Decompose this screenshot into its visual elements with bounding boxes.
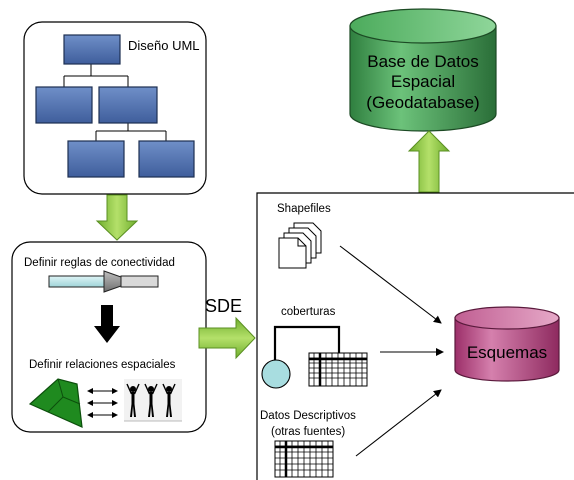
- uml-class-box: [35, 86, 93, 124]
- people-figures-icon: [124, 379, 182, 422]
- datos-table-icon: [274, 440, 334, 478]
- uml-title: Diseño UML: [128, 38, 200, 53]
- rules-box: Definir reglas de conectividad Definir r…: [11, 241, 207, 433]
- spatial-relations-label: Definir relaciones espaciales: [29, 359, 176, 371]
- otras-fuentes-label: (otras fuentes): [271, 426, 345, 438]
- uml-connector-lines: [63, 64, 167, 141]
- coverage-table-icon: [308, 352, 368, 387]
- connectivity-bar-right: [120, 275, 159, 288]
- coberturas-icon: [261, 325, 368, 389]
- sources-panel: Shapefiles coberturas: [256, 192, 574, 480]
- connectivity-rules-label: Definir reglas de conectividad: [24, 257, 175, 269]
- connectivity-bar-left: [48, 275, 106, 288]
- shapefiles-arrow: [339, 245, 442, 324]
- green-polygon-icon: [28, 378, 83, 428]
- esquemas-label: Esquemas: [467, 343, 547, 362]
- geodatabase-cylinder: Base de Datos Espacial (Geodatabase): [349, 8, 497, 132]
- geodatabase-line1: Base de Datos: [367, 52, 479, 71]
- uml-class-box: [98, 86, 158, 124]
- relation-double-arrows: [87, 388, 118, 418]
- geodatabase-line2: Espacial: [391, 72, 455, 91]
- uml-class-boxes: [35, 34, 195, 178]
- uml-class-box: [138, 140, 195, 178]
- connectivity-funnel: [103, 270, 122, 293]
- black-arrow-down: [94, 305, 120, 343]
- uml-class-box: [63, 34, 121, 65]
- coberturas-label: coberturas: [281, 306, 336, 318]
- shapefiles-documents-icon: [278, 222, 322, 269]
- green-arrow-right: [198, 316, 256, 360]
- shapefiles-label: Shapefiles: [277, 203, 331, 215]
- green-arrow-down: [95, 194, 139, 241]
- uml-class-box: [67, 140, 125, 178]
- esquemas-cylinder: Esquemas: [454, 306, 560, 382]
- coverage-circle-icon: [261, 359, 291, 389]
- geodatabase-line3: (Geodatabase): [366, 93, 479, 112]
- green-arrow-up: [407, 130, 451, 193]
- datos-descriptivos-label: Datos Descriptivos: [260, 410, 356, 422]
- sde-label: SDE: [205, 296, 242, 316]
- uml-design-box: Diseño UML: [23, 21, 207, 195]
- datos-arrow: [355, 389, 442, 457]
